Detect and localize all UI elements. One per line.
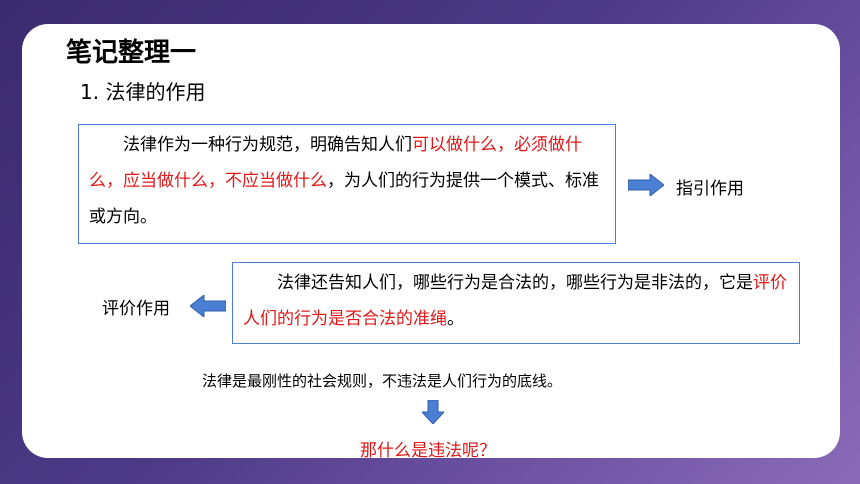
evaluation-text-box: 法律还告知人们，哪些行为是合法的，哪些行为是非法的，它是评价人们的行为是否合法的… (232, 262, 800, 344)
arrow-right-icon (628, 174, 664, 196)
guidance-function-label: 指引作用 (676, 179, 744, 199)
slide-card: 笔记整理一 1. 法律的作用 法律作为一种行为规范，明确告知人们可以做什么，必须… (22, 24, 840, 458)
guidance-text-highlight: 可以做什么，必须做什么，应当做什么，不应当做什么 (89, 135, 582, 191)
evaluation-text-part2: 。 (447, 309, 464, 329)
guidance-text-box: 法律作为一种行为规范，明确告知人们可以做什么，必须做什么，应当做什么，不应当做什… (78, 124, 616, 244)
arrow-down-icon (422, 400, 444, 424)
evaluation-function-label: 评价作用 (102, 299, 170, 319)
guidance-text-part2: ，为人们的行为提供一个模式、标准或方向。 (89, 171, 599, 227)
bottom-note: 法律是最刚性的社会规则，不违法是人们行为的底线。 (202, 372, 563, 390)
slide-title: 笔记整理一 (66, 38, 197, 68)
evaluation-text-part1: 法律还告知人们，哪些行为是合法的，哪些行为是非法的，它是 (277, 273, 753, 293)
guidance-text-part1: 法律作为一种行为规范，明确告知人们 (123, 135, 412, 155)
evaluation-text-highlight: 评价人们的行为是否合法的准绳 (243, 273, 787, 329)
section-subtitle: 1. 法律的作用 (80, 80, 206, 104)
arrow-left-icon (190, 295, 226, 317)
question-text: 那什么是违法呢？ (360, 441, 496, 458)
